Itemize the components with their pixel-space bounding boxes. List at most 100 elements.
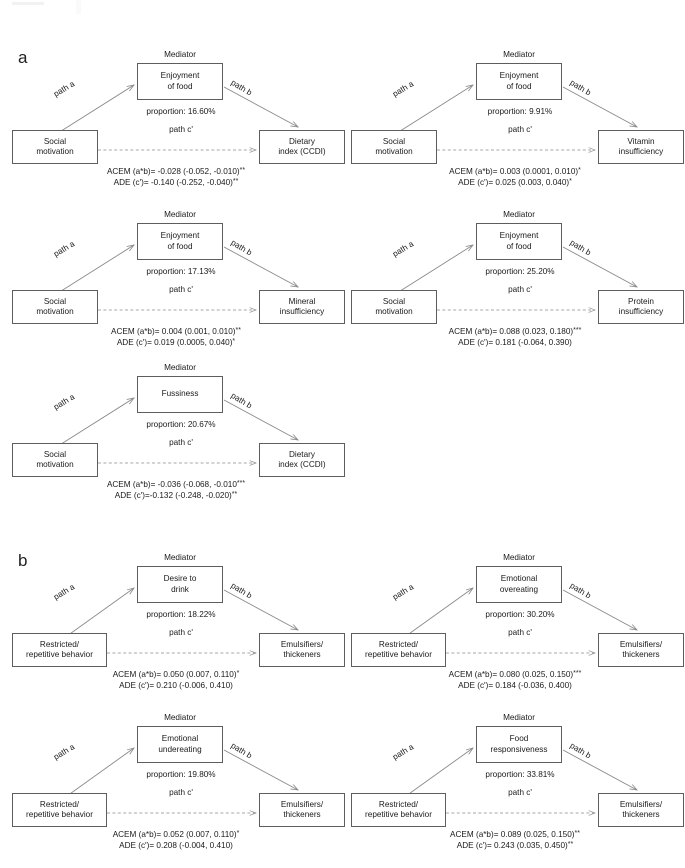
proportion-label: proportion: 16.60% [146,107,216,116]
exposure-node: Restricted/repetitive behavior [351,633,446,667]
path-c-prime-label: path c' [508,628,532,637]
exposure-node: Restricted/repetitive behavior [12,793,107,827]
acem-row: ACEM (a*b)= 0.080 (0.025, 0.150)*** [365,669,665,680]
path-b-arrow [223,399,298,440]
path-c-prime-label: path c' [508,285,532,294]
effect-estimates: ACEM (a*b)= 0.088 (0.023, 0.180)***ADE (… [365,326,665,348]
path-c-prime-label: path c' [508,788,532,797]
path-a-arrow [396,245,473,294]
acem-significance: * [578,167,581,174]
exposure-node: Restricted/repetitive behavior [12,633,107,667]
ade-text: ADE (c')= 0.208 (-0.004, 0.410) [119,841,233,850]
acem-text: ACEM (a*b)= 0.089 (0.025, 0.150) [450,830,575,839]
acem-significance: * [236,830,240,837]
effect-estimates: ACEM (a*b)= 0.003 (0.0001, 0.010)*ADE (c… [365,166,665,188]
acem-row: ACEM (a*b)= -0.036 (-0.068, -0.010*** [26,479,326,490]
path-c-prime-label: path c' [169,788,193,797]
path-b-arrow [223,589,298,630]
effect-estimates: ACEM (a*b)= -0.028 (-0.052, -0.010)**ADE… [26,166,326,188]
ade-text: ADE (c')= 0.181 (-0.064, 0.390) [458,338,572,347]
ade-row: ADE (c')= 0.208 (-0.004, 0.410) [26,840,326,851]
effect-estimates: ACEM (a*b)= 0.080 (0.025, 0.150)***ADE (… [365,669,665,691]
path-c-prime-label: path c' [169,628,193,637]
effect-estimates: ACEM (a*b)= 0.050 (0.007, 0.110)*ADE (c'… [26,669,326,691]
ade-text: ADE (c')= 0.019 (0.0005, 0.040) [116,338,233,347]
path-a-arrow [405,748,473,797]
path-arrows [66,548,346,708]
acem-row: ACEM (a*b)= 0.050 (0.007, 0.110)* [26,669,326,680]
ade-row: ADE (c')= 0.025 (0.003, 0.040)* [365,177,665,188]
outcome-node: Emulsifiers/thickeners [259,633,345,667]
proportion-label: proportion: 18.22% [146,610,216,619]
path-c-prime-label: path c' [508,125,532,134]
mediator-caption: Mediator [164,50,196,59]
acem-text: ACEM (a*b)= -0.028 (-0.052, -0.010) [106,167,240,176]
ade-significance: * [569,178,572,185]
path-arrows [57,358,346,518]
exposure-node: Restricted/repetitive behavior [351,793,446,827]
path-c-prime-label: path c' [169,125,193,134]
path-b-arrow [562,749,637,790]
path-b-arrow [223,246,298,287]
mediator-caption: Mediator [164,713,196,722]
mediator-caption: Mediator [164,363,196,372]
acem-row: ACEM (a*b)= -0.028 (-0.052, -0.010)** [26,166,326,177]
mediator-caption: Mediator [503,50,535,59]
acem-row: ACEM (a*b)= 0.088 (0.023, 0.180)*** [365,326,665,337]
acem-significance: *** [573,327,582,334]
proportion-label: proportion: 20.67% [146,420,216,429]
proportion-label: proportion: 19.80% [146,770,216,779]
ade-row: ADE (c')= 0.184 (-0.036, 0.400) [365,680,665,691]
path-b-arrow [562,86,637,127]
path-a-arrow [57,85,134,134]
ade-row: ADE (c')= 0.019 (0.0005, 0.040)* [26,337,326,348]
acem-row: ACEM (a*b)= 0.089 (0.025, 0.150)** [365,829,665,840]
acem-row: ACEM (a*b)= 0.003 (0.0001, 0.010)* [365,166,665,177]
acem-significance: ** [235,327,241,334]
path-b-arrow [562,246,637,287]
path-a-arrow [405,588,473,637]
ade-significance: ** [231,491,238,498]
acem-significance: *** [573,670,582,677]
mediator-caption: Mediator [503,553,535,562]
proportion-label: proportion: 25.20% [485,267,555,276]
path-a-arrow [396,85,473,134]
acem-text: ACEM (a*b)= 0.003 (0.0001, 0.010) [449,167,579,176]
path-b-arrow [223,86,298,127]
ade-row: ADE (c')= -0.140 (-0.252, -0.040)** [26,177,326,188]
acem-text: ACEM (a*b)= 0.080 (0.025, 0.150) [448,670,574,679]
mediator-caption: Mediator [164,210,196,219]
mediator-caption: Mediator [503,210,535,219]
proportion-label: proportion: 30.20% [485,610,555,619]
path-b-arrow [562,589,637,630]
path-arrows [396,205,685,365]
path-c-prime-label: path c' [169,438,193,447]
acem-row: ACEM (a*b)= 0.004 (0.001, 0.010)** [26,326,326,337]
acem-text: ACEM (a*b)= 0.052 (0.007, 0.110) [112,830,237,839]
mediator-caption: Mediator [503,713,535,722]
ade-row: ADE (c')=-0.132 (-0.248, -0.020)** [26,490,326,501]
path-arrows [396,45,685,205]
scan-artifact [12,2,44,5]
acem-text: ACEM (a*b)= 0.050 (0.007, 0.110) [112,670,237,679]
